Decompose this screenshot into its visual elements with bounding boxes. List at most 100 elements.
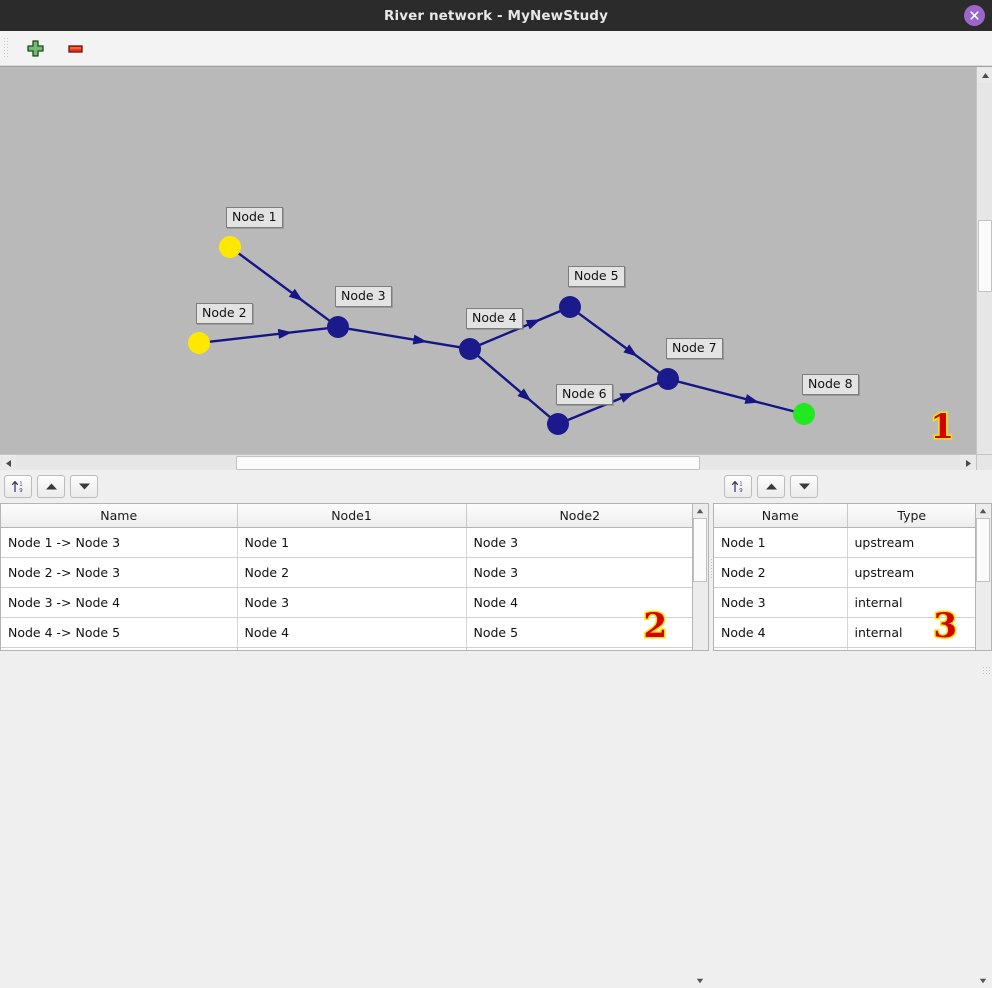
graph-node-n4[interactable] (459, 338, 481, 360)
node-cell[interactable]: upstream (847, 557, 975, 588)
reaches-vscroll-thumb[interactable] (693, 518, 707, 582)
reaches-sort-icon[interactable]: 1 9 (4, 474, 32, 498)
canvas-vertical-scrollbar[interactable] (976, 67, 992, 553)
edge-n3-n4[interactable] (347, 327, 461, 349)
reach-column-header[interactable]: Node1 (237, 504, 467, 528)
graph-node-n7[interactable] (657, 368, 679, 390)
node-column-header[interactable]: Name (714, 504, 848, 528)
edge-n1-n3[interactable] (237, 251, 331, 323)
reaches-move-down-icon[interactable] (70, 474, 98, 498)
graph-node-label-n6[interactable]: Node 6 (556, 384, 613, 405)
edge-n4-n6[interactable] (476, 354, 552, 419)
nodes-vertical-scrollbar[interactable] (976, 503, 992, 988)
scroll-up-icon[interactable] (977, 67, 992, 83)
node-column-header[interactable]: Type (847, 504, 975, 528)
edge-n2-n3[interactable] (208, 326, 329, 344)
network-canvas[interactable]: Node 1 Node 2 Node 3 Node 4 Node 5 Node 6 Node… (0, 67, 976, 455)
graph-node-label-n5[interactable]: Node 5 (568, 266, 625, 287)
scroll-right-icon[interactable] (960, 455, 976, 471)
reaches-scroll-down-icon[interactable] (693, 974, 707, 988)
node-row[interactable] (714, 647, 975, 650)
nodes-vscroll-thumb[interactable] (976, 518, 990, 582)
node-cell[interactable]: Node 2 (714, 557, 848, 588)
reach-row[interactable] (1, 647, 692, 650)
node-cell[interactable] (847, 647, 975, 650)
nodes-scroll-down-icon[interactable] (976, 974, 990, 988)
graph-node-n3[interactable] (327, 316, 349, 338)
node-cell[interactable]: Node 3 (714, 587, 848, 618)
reaches-vertical-scrollbar[interactable] (693, 503, 709, 988)
canvas-vscroll-thumb[interactable] (978, 220, 992, 292)
graph-node-n5[interactable] (559, 296, 581, 318)
edge-arrow-n6-n7 (619, 392, 635, 403)
add-plus-icon[interactable] (22, 35, 48, 61)
reach-cell[interactable]: Node 3 -> Node 4 (1, 587, 238, 618)
panes-horizontal-splitter[interactable] (710, 558, 715, 580)
nodes-sort-icon[interactable]: 1 9 (724, 474, 752, 498)
graph-node-label-n4[interactable]: Node 4 (466, 308, 523, 329)
scroll-left-icon[interactable] (0, 455, 16, 471)
close-icon[interactable] (964, 5, 985, 26)
reach-cell[interactable]: Node 1 -> Node 3 (1, 527, 238, 558)
remove-minus-icon[interactable] (62, 35, 88, 61)
graph-node-label-n1[interactable]: Node 1 (226, 207, 283, 228)
graph-node-label-n8[interactable]: Node 8 (802, 374, 859, 395)
edge-n5-n7[interactable] (577, 311, 661, 375)
node-cell[interactable]: Node 4 (714, 617, 848, 648)
reach-cell[interactable] (237, 647, 467, 650)
graph-node-label-n2[interactable]: Node 2 (196, 303, 253, 324)
graph-node-label-n7[interactable]: Node 7 (666, 338, 723, 359)
edge-n6-n7[interactable] (566, 381, 660, 422)
reach-column-header[interactable]: Name (1, 504, 238, 528)
reaches-move-up-icon[interactable] (37, 474, 65, 498)
reach-cell[interactable]: Node 1 (237, 527, 467, 558)
reach-cell[interactable]: Node 2 -> Node 3 (1, 557, 238, 588)
node-cell[interactable]: internal (847, 587, 975, 618)
reach-cell[interactable]: Node 4 -> Node 5 (1, 617, 238, 648)
node-cell[interactable]: upstream (847, 527, 975, 558)
graph-node-n6[interactable] (547, 413, 569, 435)
toolbar-grip[interactable] (3, 37, 10, 59)
nodes-scroll-up-icon[interactable] (976, 504, 990, 518)
reach-cell[interactable] (1, 647, 238, 650)
canvas-horizontal-scrollbar[interactable] (0, 454, 976, 471)
graph-node-n2[interactable] (188, 332, 210, 354)
reaches-scroll-up-icon[interactable] (693, 504, 707, 518)
graph-node-n1[interactable] (219, 236, 241, 258)
reach-cell[interactable]: Node 3 (237, 587, 467, 618)
reach-column-header[interactable]: Node2 (466, 504, 692, 528)
node-cell[interactable]: internal (847, 617, 975, 648)
reach-cell[interactable] (466, 647, 692, 650)
node-cell[interactable] (714, 647, 848, 650)
reach-cell[interactable]: Node 5 (466, 617, 692, 648)
nodes-move-up-icon[interactable] (757, 474, 785, 498)
graph-node-n8[interactable] (793, 403, 815, 425)
graph-node-label-n3[interactable]: Node 3 (335, 286, 392, 307)
node-cell[interactable]: Node 1 (714, 527, 848, 558)
reach-cell[interactable]: Node 4 (237, 617, 467, 648)
reach-cell[interactable]: Node 4 (466, 587, 692, 618)
nodes-move-down-icon[interactable] (790, 474, 818, 498)
resize-grip[interactable] (982, 666, 990, 674)
reach-cell[interactable]: Node 2 (237, 557, 467, 588)
reach-cell[interactable]: Node 3 (466, 527, 692, 558)
canvas-hscroll-thumb[interactable] (236, 456, 700, 470)
edge-n7-n8[interactable] (677, 380, 795, 413)
reach-cell[interactable]: Node 3 (466, 557, 692, 588)
